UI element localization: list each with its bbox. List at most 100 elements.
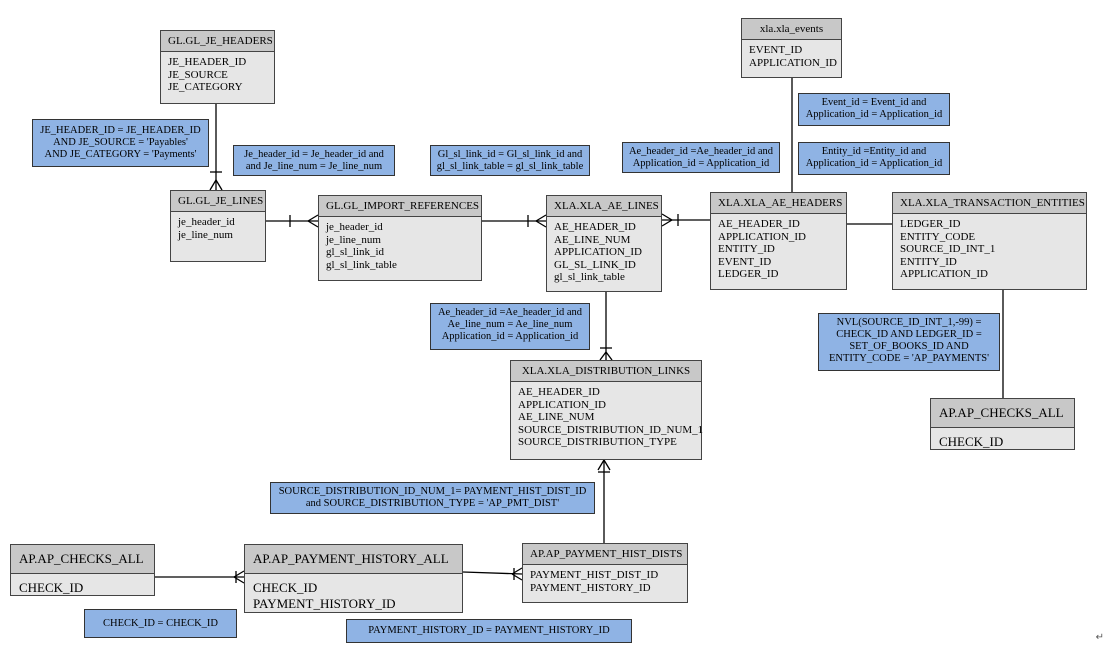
entity-field: gl_sl_link_table	[554, 271, 625, 283]
entity-field: CHECK_ID	[253, 580, 318, 595]
entity-field: PAYMENT_HISTORY_ID	[253, 596, 396, 611]
entity-field: GL_SL_LINK_ID	[554, 258, 636, 271]
entity-fields: je_header_id je_line_num	[171, 212, 265, 245]
entity-fields: LEDGER_ID ENTITY_CODE SOURCE_ID_INT_1 EN…	[893, 214, 1086, 285]
entity-xla-ae-headers: XLA.XLA_AE_HEADERS AE_HEADER_ID APPLICAT…	[710, 192, 847, 290]
entity-fields: AE_HEADER_ID APPLICATION_ID ENTITY_ID EV…	[711, 214, 846, 285]
note-line: Ae_header_id =Ae_header_id and	[437, 307, 583, 318]
entity-fields: AE_HEADER_ID AE_LINE_NUM APPLICATION_ID …	[547, 217, 661, 288]
join-note-je-headers-lines: JE_HEADER_ID = JE_HEADER_ID AND JE_SOURC…	[32, 119, 209, 167]
entity-gl-je-headers: GL.GL_JE_HEADERS JE_HEADER_ID JE_SOURCE …	[160, 30, 275, 104]
entity-title: xla.xla_events	[742, 19, 841, 40]
entity-field: gl_sl_link_id	[326, 246, 385, 258]
entity-field: SOURCE_DISTRIBUTION_ID_NUM_1	[518, 423, 704, 436]
entity-xla-ae-lines: XLA.XLA_AE_LINES AE_HEADER_ID AE_LINE_NU…	[546, 195, 662, 292]
entity-field: AE_HEADER_ID	[718, 218, 800, 230]
note-line: Application_id = Application_id	[632, 158, 770, 169]
entity-field: CHECK_ID	[939, 434, 1004, 449]
join-note-checks-history: CHECK_ID = CHECK_ID	[84, 609, 237, 638]
entity-ap-checks-all-right: AP.AP_CHECKS_ALL CHECK_ID	[930, 398, 1075, 450]
note-line: Application_id = Application_id	[805, 158, 943, 169]
entity-field: PAYMENT_HIST_DIST_ID	[530, 569, 659, 581]
entity-field: APPLICATION_ID	[554, 246, 642, 258]
note-line: and SOURCE_DISTRIBUTION_TYPE = 'AP_PMT_D…	[305, 498, 560, 509]
entity-field: EVENT_ID	[718, 255, 772, 268]
entity-field: gl_sl_link_table	[326, 258, 397, 271]
entity-field: EVENT_ID	[749, 44, 803, 56]
note-line: CHECK_ID = CHECK_ID	[102, 618, 218, 629]
note-line: ENTITY_CODE = 'AP_PAYMENTS'	[828, 353, 990, 364]
note-line: AND JE_SOURCE = 'Payables'	[53, 137, 188, 148]
entity-title: GL.GL_JE_LINES	[171, 191, 265, 212]
entity-title: AP.AP_PAYMENT_HIST_DISTS	[523, 544, 687, 565]
entity-ap-payment-history-all: AP.AP_PAYMENT_HISTORY_ALL CHECK_ID PAYME…	[244, 544, 463, 613]
entity-fields: je_header_id je_line_num gl_sl_link_id g…	[319, 217, 481, 275]
note-line: Application_id = Application_id	[805, 109, 943, 120]
note-line: NVL(SOURCE_ID_INT_1,-99) =	[836, 317, 982, 328]
entity-field: APPLICATION_ID	[749, 56, 837, 69]
join-note-je-lines-import: Je_header_id = Je_header_id and and Je_l…	[233, 145, 395, 176]
entity-field: LEDGER_ID	[900, 218, 961, 230]
entity-fields: CHECK_ID PAYMENT_HISTORY_ID	[245, 574, 462, 618]
entity-title: GL.GL_JE_HEADERS	[161, 31, 274, 52]
note-line: CHECK_ID AND LEDGER_ID =	[836, 329, 982, 340]
entity-title: XLA.XLA_AE_HEADERS	[711, 193, 846, 214]
entity-field: APPLICATION_ID	[718, 230, 806, 243]
entity-field: JE_SOURCE	[168, 68, 228, 81]
note-line: Ae_header_id =Ae_header_id and	[628, 146, 774, 157]
join-note-headers-entities: Entity_id =Entity_id and Application_id …	[798, 142, 950, 175]
entity-fields: AE_HEADER_ID APPLICATION_ID AE_LINE_NUM …	[511, 382, 704, 453]
join-note-history-dists: PAYMENT_HISTORY_ID = PAYMENT_HISTORY_ID	[346, 619, 632, 643]
entity-field: PAYMENT_HISTORY_ID	[530, 581, 651, 594]
entity-field: je_header_id	[326, 221, 383, 233]
note-line: Je_header_id = Je_header_id and	[244, 149, 384, 160]
entity-field: SOURCE_DISTRIBUTION_TYPE	[518, 436, 677, 448]
entity-field: AE_HEADER_ID	[554, 221, 636, 233]
entity-field: je_header_id	[178, 216, 235, 228]
entity-field: AE_LINE_NUM	[554, 233, 631, 246]
paragraph-mark: ↵	[1095, 632, 1104, 643]
entity-field: ENTITY_CODE	[900, 230, 976, 243]
note-line: Entity_id =Entity_id and	[821, 146, 927, 157]
entity-field: JE_CATEGORY	[168, 81, 243, 93]
entity-field: JE_HEADER_ID	[168, 56, 247, 68]
entity-ap-checks-all-left: AP.AP_CHECKS_ALL CHECK_ID	[10, 544, 155, 596]
entity-field: SOURCE_ID_INT_1	[900, 243, 996, 255]
entity-xla-transaction-entities: XLA.XLA_TRANSACTION_ENTITIES LEDGER_ID E…	[892, 192, 1087, 290]
join-note-ae-lines-headers: Ae_header_id =Ae_header_id and Applicati…	[622, 142, 780, 173]
entity-field: APPLICATION_ID	[518, 398, 606, 411]
join-note-import-ae-lines: Gl_sl_link_id = Gl_sl_link_id and gl_sl_…	[430, 145, 590, 176]
note-line: Application_id = Application_id	[441, 331, 579, 342]
entity-ap-payment-hist-dists: AP.AP_PAYMENT_HIST_DISTS PAYMENT_HIST_DI…	[522, 543, 688, 603]
note-line: gl_sl_link_table = gl_sl_link_table	[436, 161, 584, 172]
entity-title: XLA.XLA_AE_LINES	[547, 196, 661, 217]
join-note-ae-lines-dist: Ae_header_id =Ae_header_id and Ae_line_n…	[430, 303, 590, 350]
entity-title: XLA.XLA_DISTRIBUTION_LINKS	[511, 361, 701, 382]
entity-fields: EVENT_ID APPLICATION_ID	[742, 40, 841, 73]
note-line: AND JE_CATEGORY = 'Payments'	[44, 149, 197, 160]
entity-field: ENTITY_ID	[900, 255, 957, 268]
entity-gl-je-lines: GL.GL_JE_LINES je_header_id je_line_num	[170, 190, 266, 262]
entity-field: APPLICATION_ID	[900, 268, 988, 280]
note-line: and Je_line_num = Je_line_num	[245, 161, 383, 172]
entity-field: AE_HEADER_ID	[518, 386, 600, 398]
entity-field: je_line_num	[178, 228, 233, 241]
entity-fields: PAYMENT_HIST_DIST_ID PAYMENT_HISTORY_ID	[523, 565, 687, 598]
note-line: Ae_line_num = Ae_line_num	[447, 319, 573, 330]
entity-title: AP.AP_CHECKS_ALL	[11, 545, 154, 574]
entity-field: CHECK_ID	[19, 580, 84, 595]
entity-field: LEDGER_ID	[718, 268, 779, 280]
entity-field: AE_LINE_NUM	[518, 411, 595, 423]
join-note-entities-checks: NVL(SOURCE_ID_INT_1,-99) = CHECK_ID AND …	[818, 313, 1000, 371]
note-line: JE_HEADER_ID = JE_HEADER_ID	[40, 125, 201, 136]
entity-title: XLA.XLA_TRANSACTION_ENTITIES	[893, 193, 1086, 214]
join-note-events-headers: Event_id = Event_id and Application_id =…	[798, 93, 950, 126]
entity-title: GL.GL_IMPORT_REFERENCES	[319, 196, 481, 217]
entity-xla-events: xla.xla_events EVENT_ID APPLICATION_ID	[741, 18, 842, 78]
note-line: PAYMENT_HISTORY_ID = PAYMENT_HISTORY_ID	[368, 625, 610, 636]
note-line: Event_id = Event_id and	[821, 97, 927, 108]
join-note-dist-paydists: SOURCE_DISTRIBUTION_ID_NUM_1= PAYMENT_HI…	[270, 482, 595, 514]
note-line: SOURCE_DISTRIBUTION_ID_NUM_1= PAYMENT_HI…	[278, 486, 587, 497]
entity-gl-import-references: GL.GL_IMPORT_REFERENCES je_header_id je_…	[318, 195, 482, 281]
